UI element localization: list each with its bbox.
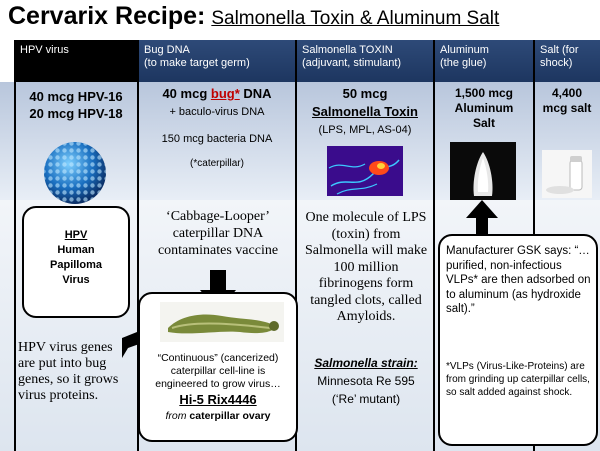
salmonella-image: [327, 146, 403, 196]
header-aluminum: Aluminum(the glue): [434, 40, 534, 82]
salmonella-mutant: (‘Re’ mutant): [331, 392, 401, 406]
ovary-text: from caterpillar ovary: [165, 410, 271, 422]
baculo-dna: + baculo-virus DNA: [169, 106, 265, 118]
column-divider: [295, 40, 297, 451]
lps-molecule-text: One molecule of LPS (toxin) from Salmone…: [304, 210, 428, 324]
salt-shaker-image: [542, 150, 592, 198]
salmonella-toxin: Salmonella Toxin: [312, 104, 418, 119]
title-sub: Salmonella Toxin & Aluminum Salt: [211, 8, 500, 29]
cabbage-looper-text: ‘Cabbage-Looper’ caterpillar DNA contami…: [157, 209, 279, 258]
down-arrow-icon: [200, 270, 236, 312]
bug-dna-dose: 40 mcg bug* DNA: [162, 86, 272, 101]
salmonella-dose: 50 mcg: [342, 86, 388, 101]
cell-line-text: “Continuous” (cancerized) caterpillar ce…: [155, 352, 281, 390]
column-divider: [433, 40, 435, 451]
salmonella-strain: Minnesota Re 595: [317, 374, 415, 388]
hpv-genes-text: HPV virus genes are put into bug genes, …: [18, 340, 119, 403]
header-bug-dna: Bug DNA(to make target germ): [138, 40, 296, 82]
gsk-quote-box: [438, 234, 598, 446]
column-divider: [137, 40, 139, 451]
bacteria-dna: 150 mcg bacteria DNA: [161, 133, 273, 145]
gsk-quote: Manufacturer GSK says: “…purified, non-i…: [446, 245, 591, 315]
salmonella-strain-label: Salmonella strain:: [314, 356, 418, 370]
salmonella-lps: (LPS, MPL, AS-04): [318, 124, 412, 136]
hpv-definition: HPV Human Papilloma Virus: [50, 229, 102, 286]
caterpillar-image: [160, 302, 284, 342]
header-hpv: HPV virus: [14, 40, 138, 82]
title-main: Cervarix Recipe:: [8, 2, 206, 30]
up-arrow-icon: [466, 200, 498, 236]
header-salmonella: Salmonella TOXIN(adjuvant, stimulant): [296, 40, 434, 82]
column-divider: [14, 40, 16, 451]
vlp-note: *VLPs (Virus-Like-Proteins) are from gri…: [446, 361, 590, 398]
caterpillar-note: (*caterpillar): [190, 158, 244, 169]
hpv-virus-image: [44, 142, 106, 204]
aluminum-image: [450, 142, 516, 200]
hpv-definition-box: [22, 206, 130, 318]
slide-title: Cervarix Recipe:Salmonella Toxin & Alumi…: [8, 2, 598, 38]
hi5-cell-line: Hi-5 Rix4446: [179, 392, 257, 407]
